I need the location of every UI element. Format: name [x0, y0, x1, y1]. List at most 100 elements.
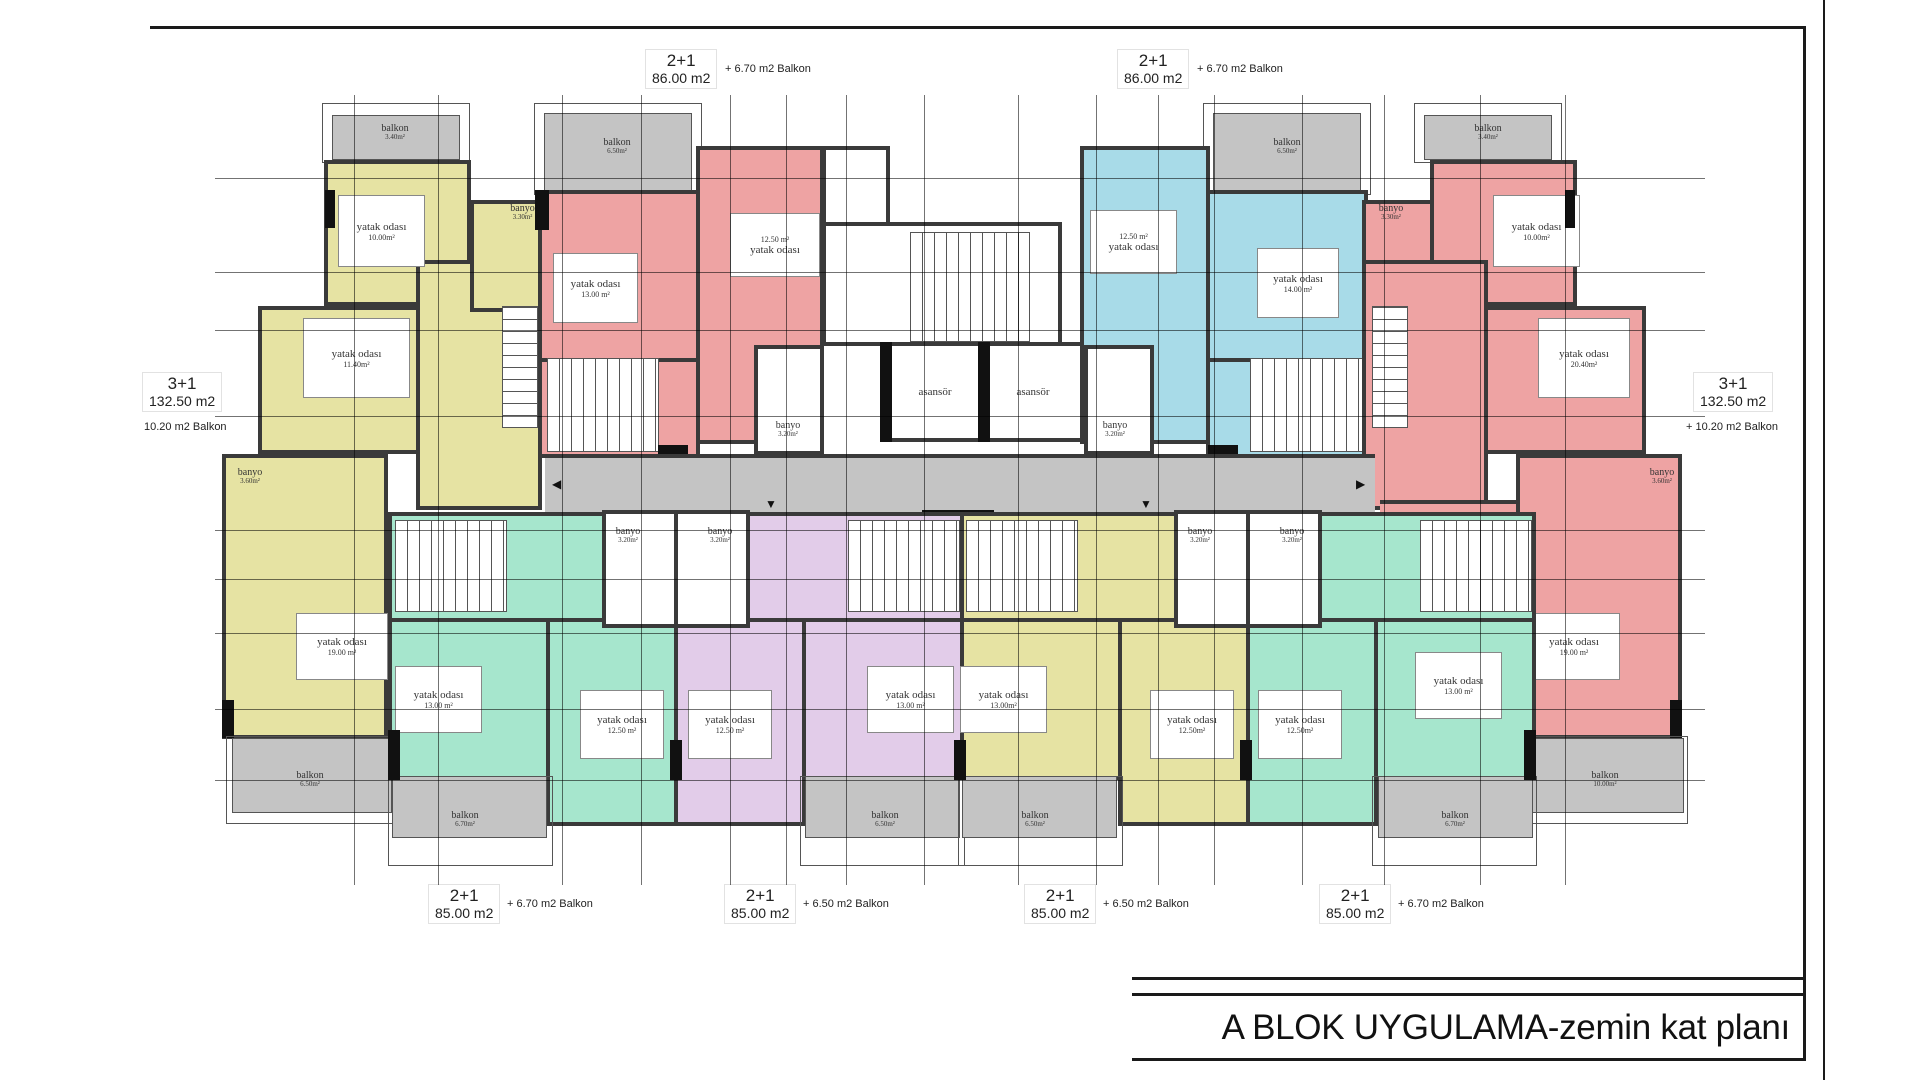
title-block-line [1132, 977, 1805, 980]
unit-balcony-note: + 10.20 m2 Balkon [1686, 421, 1779, 433]
column [670, 740, 682, 780]
common-corridor [545, 454, 1375, 516]
balcony-railing [388, 776, 553, 866]
grid-line [730, 95, 731, 885]
title-block-line [1132, 993, 1805, 996]
unit-label-top-right: 2+1 86.00 m2 [1117, 49, 1190, 90]
column [535, 190, 549, 230]
balcony [1526, 738, 1684, 813]
grid-line [354, 95, 355, 885]
elevator-2: asansör [982, 342, 1084, 442]
unit-left-3p1-room [222, 454, 388, 739]
bathroom [754, 345, 824, 455]
balcony-railing [958, 776, 1123, 866]
grid-line [215, 780, 1705, 781]
unit-area: 132.50 m2 [149, 392, 216, 409]
stair [547, 358, 659, 452]
unit-label-bottom-3: 2+1 85.00 m2 [1024, 884, 1097, 925]
unit-balcony-note: 10.20 m2 Balkon [144, 421, 227, 433]
main-stair [910, 232, 1030, 342]
column [880, 342, 892, 442]
column [325, 190, 335, 228]
unit-label-top-left: 2+1 86.00 m2 [645, 49, 718, 90]
title-block-line [1132, 1058, 1805, 1061]
unit-type: 3+1 [1718, 374, 1748, 393]
stair [1372, 306, 1408, 428]
unit-balcony-note: + 6.50 m2 Balkon [1103, 898, 1189, 910]
unit-label-bottom-4: 2+1 85.00 m2 [1319, 884, 1392, 925]
balcony [1378, 776, 1533, 838]
shaft [822, 146, 890, 226]
grid-line [215, 330, 1705, 331]
grid-line [1214, 95, 1215, 885]
door-arrow-icon: ▶ [1356, 477, 1366, 491]
door-arrow-icon: ▼ [1140, 497, 1152, 511]
grid-line [1480, 95, 1481, 885]
balcony [1424, 115, 1552, 160]
drawing-title: A BLOK UYGULAMA-zemin kat planı [1221, 1008, 1791, 1047]
unit-label-bottom-2: 2+1 85.00 m2 [724, 884, 797, 925]
unit-label-left: 3+1 132.50 m2 [142, 372, 223, 413]
drawing-frame-top [150, 26, 1805, 29]
column [954, 740, 966, 780]
bathroom [674, 510, 750, 628]
balcony [962, 776, 1117, 838]
unit-area: 85.00 m2 [1031, 904, 1090, 921]
stair [1420, 520, 1532, 612]
door-arrow-icon: ▼ [765, 497, 777, 511]
unit-balcony-note: + 6.70 m2 Balkon [1197, 63, 1283, 75]
grid-line [1018, 95, 1019, 885]
grid-line [641, 95, 642, 885]
unit-right-3p1-room [1516, 454, 1682, 739]
stair [395, 520, 507, 612]
bathroom [602, 510, 678, 628]
column [978, 342, 990, 442]
door-arrow-icon: ◀ [552, 477, 562, 491]
unit-area: 85.00 m2 [1326, 904, 1385, 921]
grid-line [1384, 95, 1385, 885]
unit-type: 2+1 [745, 886, 775, 905]
grid-line [438, 95, 439, 885]
unit-balcony-note: + 6.50 m2 Balkon [803, 898, 889, 910]
unit-area: 86.00 m2 [652, 69, 711, 86]
grid-line [1302, 95, 1303, 885]
unit-balcony-note: + 6.70 m2 Balkon [507, 898, 593, 910]
grid-line [215, 633, 1705, 634]
balcony-railing [1372, 776, 1537, 866]
grid-line [846, 95, 847, 885]
unit-label-right: 3+1 132.50 m2 [1693, 372, 1774, 413]
column [1565, 190, 1575, 228]
balcony [805, 776, 960, 838]
column [1524, 730, 1536, 780]
unit-area: 85.00 m2 [731, 904, 790, 921]
grid-line [1096, 95, 1097, 885]
grid-line [215, 530, 1705, 531]
column [388, 730, 400, 780]
stair [966, 520, 1078, 612]
grid-line [215, 709, 1705, 710]
unit-label-bottom-1: 2+1 85.00 m2 [428, 884, 501, 925]
grid-line [786, 95, 787, 885]
